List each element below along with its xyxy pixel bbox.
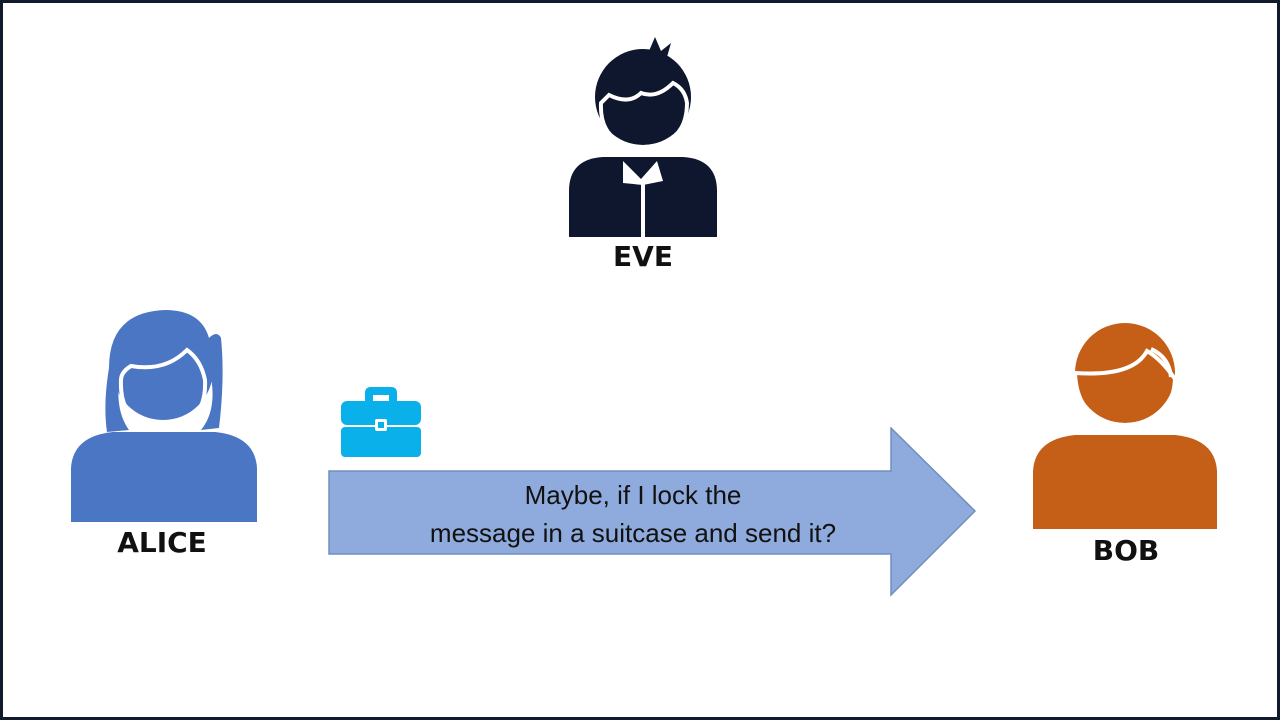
briefcase-icon [341, 387, 421, 457]
bob-label: BOB [1092, 534, 1160, 567]
eve-label: EVE [613, 240, 673, 273]
message-arrow [328, 427, 977, 597]
eve-person-icon [569, 37, 717, 237]
bob-person-icon [1033, 323, 1217, 529]
alice-person-icon [71, 310, 257, 522]
message-line-2: message in a suitcase and send it? [429, 518, 837, 548]
alice-label: ALICE [117, 526, 207, 559]
message-line-1: Maybe, if I lock the [524, 480, 742, 510]
